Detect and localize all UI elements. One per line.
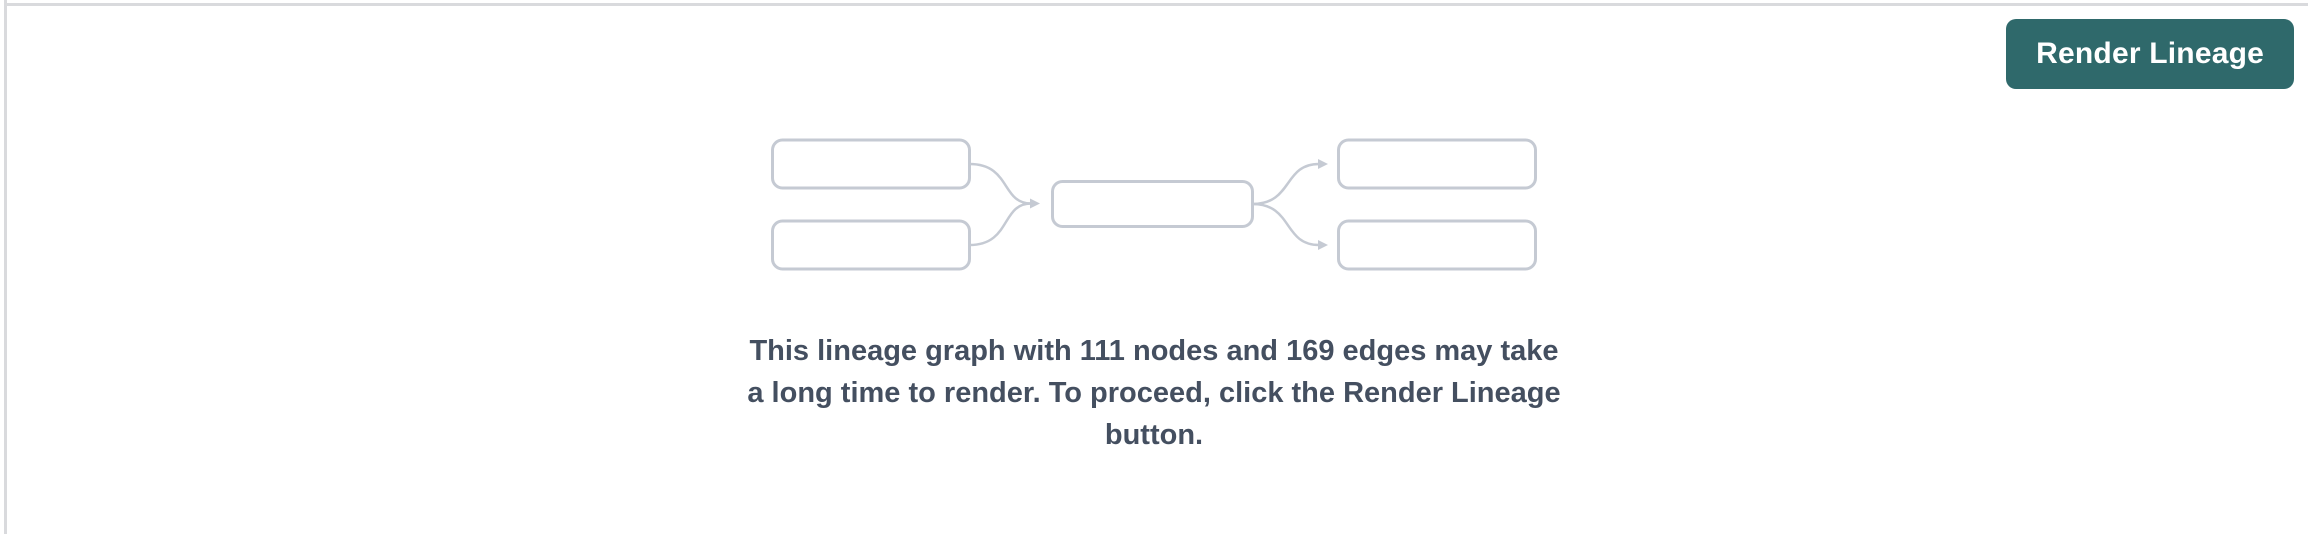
diagram-edge xyxy=(969,162,1040,209)
diagram-node xyxy=(1051,180,1254,228)
empty-state-message: This lineage graph with 111 nodes and 16… xyxy=(747,330,1560,456)
diagram-nodes xyxy=(771,138,1537,271)
top-panel-divider xyxy=(7,3,2308,6)
message-line: This lineage graph with 111 nodes and 16… xyxy=(749,335,1559,367)
render-lineage-button[interactable]: Render Lineage xyxy=(2006,19,2294,89)
diagram-node xyxy=(1337,138,1537,190)
message-line: button. xyxy=(1104,419,1204,451)
lineage-placeholder-diagram xyxy=(771,138,1537,271)
diagram-node xyxy=(771,219,971,271)
diagram-edge xyxy=(969,202,1032,247)
left-panel-divider xyxy=(4,0,7,534)
diagram-edges xyxy=(969,159,1328,250)
lineage-empty-state: This lineage graph with 111 nodes and 16… xyxy=(654,132,1654,456)
diagram-edge xyxy=(1252,202,1328,250)
diagram-node xyxy=(771,138,971,190)
diagram-node xyxy=(1337,219,1537,271)
message-line: a long time to render. To proceed, click… xyxy=(747,377,1561,409)
diagram-edge xyxy=(1252,159,1328,206)
